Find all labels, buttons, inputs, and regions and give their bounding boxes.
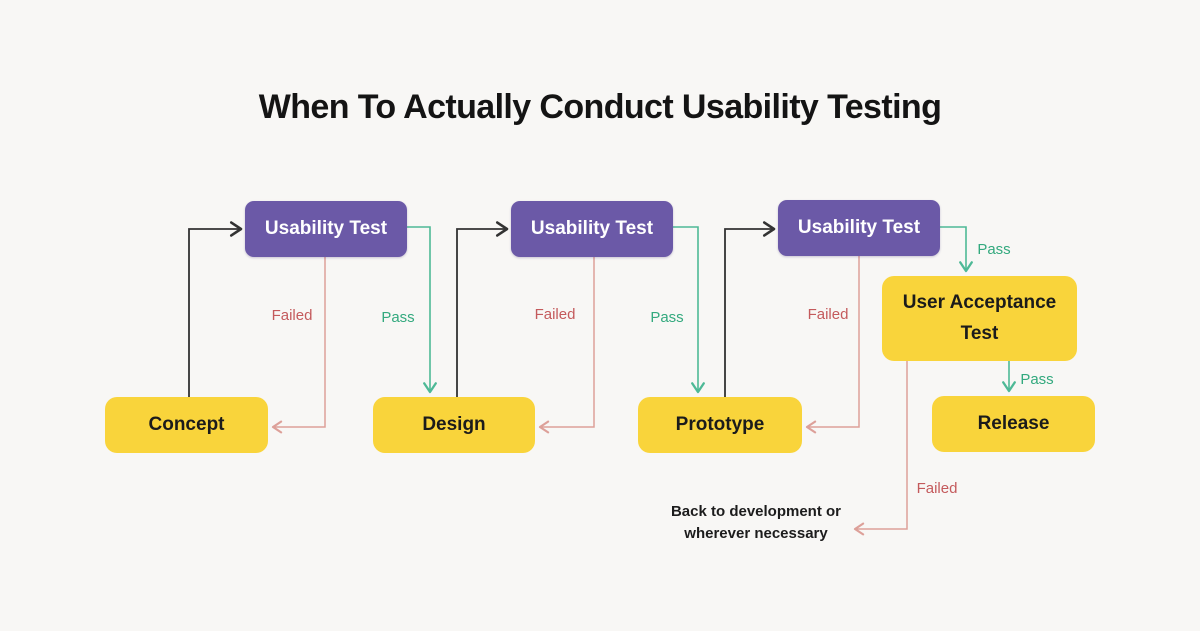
node-usability-test-1: Usability Test [245,201,407,257]
node-concept: Concept [105,397,268,453]
node-label: Usability Test [530,217,654,239]
note-line-2: wherever necessary [684,525,828,542]
node-label: Usability Test [797,216,921,238]
note-line-1: Back to development or [670,503,842,520]
node-label: Usability Test [264,217,388,239]
node-design: Design [373,397,535,453]
edge-label-failed-3: Failed [807,306,849,323]
node-prototype: Prototype [638,397,802,453]
node-usability-test-3: Usability Test [778,200,940,256]
edge-label-pass-3: Pass [977,241,1011,258]
edge-label-failed-2: Failed [534,306,576,323]
node-release: Release [932,396,1095,452]
edge-label-pass-4: Pass [1020,371,1054,388]
node-usability-test-2: Usability Test [511,201,673,257]
node-label: Prototype [675,413,765,435]
arrow-failed-test1-to-concept [271,257,326,434]
node-label: User Acceptance Test [902,291,1057,344]
arrow-pass-test1-to-design [407,226,437,394]
arrow-design-to-test2 [456,221,509,397]
node-user-acceptance-test: User Acceptance Test [882,276,1077,361]
back-to-development-note: Back to development or wherever necessar… [640,501,872,545]
arrow-pass-test3-to-uat [940,226,973,273]
arrow-prototype-to-test3 [724,221,776,397]
edge-label-failed-1: Failed [271,307,313,324]
page-title: When To Actually Conduct Usability Testi… [258,88,942,126]
edge-label-pass-2: Pass [650,309,684,326]
node-label: Design [422,413,486,435]
edge-label-failed-4: Failed [916,480,958,497]
node-label: Concept [148,413,225,435]
edge-label-pass-1: Pass [381,309,415,326]
arrow-failed-uat-to-development [853,361,908,536]
arrow-pass-test2-to-prototype [673,226,705,394]
arrow-concept-to-test1 [188,221,243,397]
arrow-failed-test2-to-design [538,257,595,434]
arrow-failed-test3-to-prototype [805,256,860,434]
node-label: Release [977,412,1050,434]
